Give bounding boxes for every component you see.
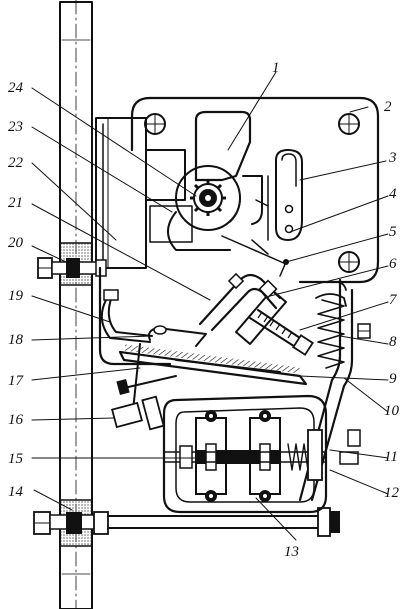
callout-6: 6 bbox=[389, 256, 397, 272]
callout-16: 16 bbox=[8, 412, 24, 428]
callout-4: 4 bbox=[389, 186, 397, 202]
callout-13: 13 bbox=[284, 544, 299, 560]
callout-17: 17 bbox=[8, 373, 25, 389]
callout-11: 11 bbox=[384, 449, 398, 465]
lower-frame bbox=[98, 266, 354, 502]
callout-9: 9 bbox=[389, 371, 397, 387]
callout-8: 8 bbox=[389, 334, 397, 350]
return-spring bbox=[315, 293, 371, 369]
operating-lever bbox=[167, 110, 269, 251]
switch-block bbox=[162, 394, 361, 514]
link-arm bbox=[221, 235, 289, 277]
flexible-lead bbox=[100, 289, 153, 343]
operating-rod bbox=[111, 343, 177, 431]
callout-23: 23 bbox=[8, 119, 23, 135]
upper-fixing-bolt bbox=[37, 257, 107, 279]
bracket-frame bbox=[95, 117, 193, 269]
callout-15: 15 bbox=[8, 451, 24, 467]
hatched-bar bbox=[124, 344, 300, 374]
callout-14: 14 bbox=[8, 484, 24, 500]
callout-labels: 1 2 3 4 5 6 7 8 9 10 11 12 13 14 15 16 1… bbox=[8, 60, 400, 560]
contact-bars bbox=[118, 325, 308, 386]
callout-24: 24 bbox=[8, 80, 24, 96]
callout-2: 2 bbox=[384, 99, 392, 115]
callout-3: 3 bbox=[388, 150, 397, 166]
callout-1: 1 bbox=[272, 60, 280, 76]
callout-7: 7 bbox=[389, 292, 398, 308]
callout-18: 18 bbox=[8, 332, 24, 348]
leader-lines bbox=[31, 71, 389, 541]
contact-fork bbox=[198, 272, 287, 345]
callout-22: 22 bbox=[8, 155, 24, 171]
adjusting-screw bbox=[249, 309, 314, 356]
base-plate bbox=[130, 96, 380, 284]
callout-20: 20 bbox=[8, 235, 24, 251]
callout-12: 12 bbox=[384, 485, 400, 501]
callout-21: 21 bbox=[8, 195, 23, 211]
callout-5: 5 bbox=[389, 224, 397, 240]
slotted-latch bbox=[267, 149, 303, 241]
callout-19: 19 bbox=[8, 288, 24, 304]
callout-10: 10 bbox=[384, 403, 400, 419]
